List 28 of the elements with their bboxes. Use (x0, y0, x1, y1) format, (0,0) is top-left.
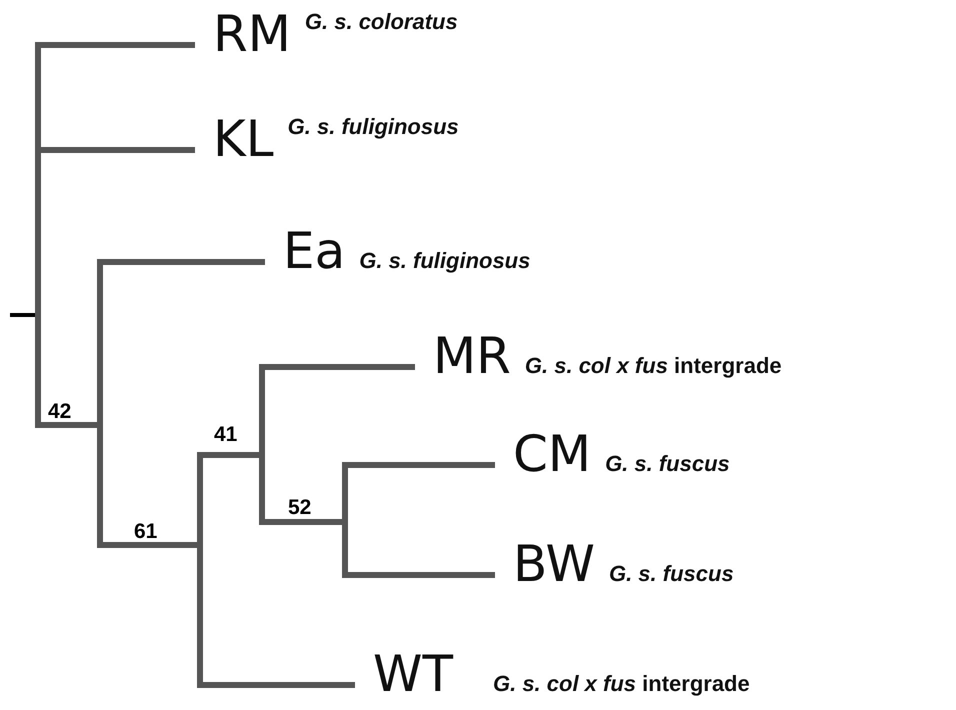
tree-branch (259, 455, 345, 525)
population-code: CM (513, 429, 592, 479)
tree-branch (197, 452, 262, 545)
subspecies-name: G. s. col x fus intergrade (492, 671, 750, 697)
subspecies-name: G. s. coloratus (304, 9, 458, 35)
bootstrap-value: 61 (134, 521, 158, 542)
tree-branch (342, 462, 495, 522)
tree-branch (97, 425, 200, 548)
tree-branch (197, 545, 355, 688)
subspecies-name: G. s. fuscus (608, 561, 734, 587)
subspecies-name: G. s. fuscus (605, 451, 730, 477)
subspecies-name: G. s. fuliginosus (359, 248, 530, 274)
population-code: Ea (283, 226, 346, 276)
tree-branch (97, 259, 265, 425)
tree-branch (259, 364, 415, 455)
population-code: MR (433, 331, 511, 381)
population-code: WT (373, 649, 453, 699)
population-code: KL (213, 114, 274, 164)
tree-branch (342, 522, 495, 578)
bootstrap-value: 52 (288, 497, 312, 518)
tree-branch (35, 315, 100, 428)
population-code: RM (213, 9, 291, 59)
subspecies-name: G. s. fuliginosus (288, 114, 459, 140)
subspecies-name: G. s. col x fus intergrade (524, 353, 782, 379)
bootstrap-value: 42 (48, 401, 72, 422)
root-stub (10, 313, 38, 317)
bootstrap-value: 41 (214, 424, 238, 445)
population-code: BW (513, 539, 595, 589)
